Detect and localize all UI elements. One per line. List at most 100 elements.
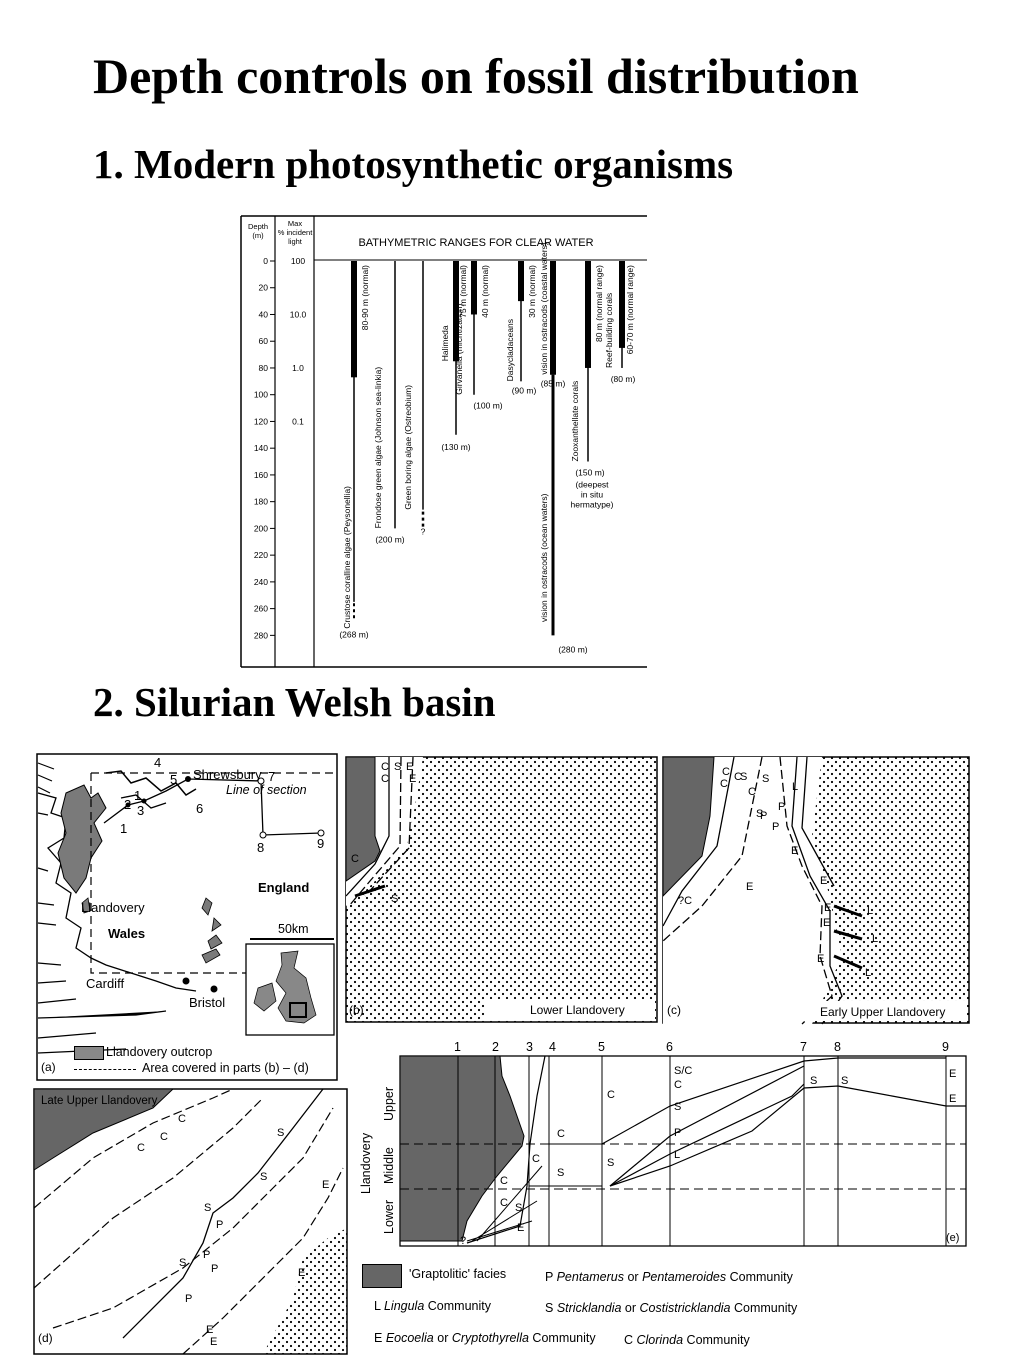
- depth-tick-label: 80: [259, 363, 269, 373]
- depth-tick-label: 140: [254, 443, 268, 453]
- svg-text:C: C: [160, 1131, 168, 1143]
- light-header-3: light: [288, 237, 303, 246]
- svg-text:C: C: [381, 761, 389, 773]
- map-site-7: 7: [268, 769, 275, 784]
- svg-text:P: P: [185, 1293, 192, 1305]
- svg-text:S: S: [740, 771, 747, 783]
- light-value-label: 0.1: [292, 416, 304, 426]
- svg-text:?: ?: [460, 1235, 466, 1247]
- light-value-label: 100: [291, 256, 305, 266]
- svg-text:E: E: [406, 761, 413, 773]
- legend-outcrop-swatch: [74, 1046, 104, 1060]
- depth-tick-label: 240: [254, 577, 268, 587]
- depth-tick-label: 280: [254, 630, 268, 640]
- legend-clorinda: C Clorinda Community: [624, 1333, 750, 1347]
- map-site-9: 9: [317, 836, 324, 851]
- svg-text:P: P: [760, 810, 767, 822]
- svg-text:C: C: [748, 786, 756, 798]
- range-normal-label: 30 m (normal): [527, 265, 537, 318]
- svg-text:C: C: [137, 1142, 145, 1154]
- range-max-label: (268 m): [339, 629, 368, 639]
- svg-text:L: L: [872, 933, 878, 945]
- section-site-5: 5: [598, 1040, 605, 1054]
- depth-tick-label: 40: [259, 309, 269, 319]
- range-normal-label: 75 m (normal): [458, 265, 468, 318]
- section-panel-label: (e): [946, 1232, 959, 1244]
- range-max-label: (80 m): [611, 374, 636, 384]
- map-bristol: Bristol: [189, 995, 225, 1010]
- svg-text:E: E: [824, 902, 831, 914]
- depth-tick-label: 180: [254, 497, 268, 507]
- light-header-2: % incident: [278, 228, 314, 237]
- section-site-7: 7: [800, 1040, 807, 1054]
- map-site-4: 4: [154, 755, 161, 770]
- range-series-label: Green boring algae (Ostreobium): [403, 385, 413, 510]
- svg-text:L: L: [865, 967, 871, 979]
- section-site-1: 1: [454, 1040, 461, 1054]
- svg-text:P: P: [203, 1249, 210, 1261]
- svg-text:E: E: [746, 881, 753, 893]
- range-normal-label: 60-70 m (normal range): [625, 265, 635, 354]
- svg-text:P: P: [674, 1127, 681, 1139]
- legend-graptolitic: 'Graptolitic' facies: [409, 1267, 507, 1281]
- svg-text:S: S: [277, 1127, 284, 1139]
- range-bar-normal: [550, 261, 556, 375]
- svg-text:S: S: [260, 1171, 267, 1183]
- svg-text:S: S: [607, 1157, 614, 1169]
- depth-tick-label: 160: [254, 470, 268, 480]
- range-series-label: Halimeda: [440, 325, 450, 361]
- svg-text:E: E: [409, 773, 416, 785]
- map-scale: 50km: [278, 922, 309, 936]
- range-max-label: (130 m): [441, 442, 470, 452]
- section-site-3: 3: [526, 1040, 533, 1054]
- map-shrewsbury: Shrewsbury: [193, 767, 262, 782]
- depth-tick-label: 0: [263, 256, 268, 266]
- range-series-label: Crustose coralline algae (Peysonellia): [342, 486, 352, 629]
- svg-text:E: E: [820, 875, 827, 887]
- range-note-label: hermatype): [571, 500, 614, 510]
- svg-text:P: P: [778, 801, 785, 813]
- depth-tick-label: 60: [259, 336, 269, 346]
- svg-text:L: L: [674, 1149, 680, 1161]
- legend-outcrop: Llandovery outcrop: [106, 1045, 213, 1059]
- panel-d-label: (d): [38, 1331, 53, 1345]
- svg-text:S: S: [394, 761, 401, 773]
- panel-d: CCC SSE SPP PSP EEE Late Upper Llandover…: [33, 1088, 348, 1355]
- map-cardiff: Cardiff: [86, 976, 124, 991]
- svg-text:C: C: [532, 1153, 540, 1165]
- depth-tick-label: 260: [254, 604, 268, 614]
- chart-title: BATHYMETRIC RANGES FOR CLEAR WATER: [358, 237, 593, 249]
- map-line-of-section: Line of section: [226, 783, 307, 797]
- svg-text:L: L: [867, 905, 873, 917]
- svg-text:S/C: S/C: [674, 1065, 692, 1077]
- light-value-label: 1.0: [292, 363, 304, 373]
- range-normal-label: 40 m (normal): [480, 265, 490, 318]
- depth-unit: (m): [252, 231, 264, 240]
- light-value-label: 10.0: [290, 309, 307, 319]
- svg-text:E: E: [298, 1267, 305, 1279]
- svg-text:S: S: [391, 893, 398, 905]
- svg-text:C: C: [734, 771, 742, 783]
- section-site-6: 6: [666, 1040, 673, 1054]
- section-row-middle: Middle: [382, 1147, 396, 1184]
- svg-text:S: S: [557, 1167, 564, 1179]
- range-max-label: (200 m): [375, 534, 404, 544]
- svg-text:C: C: [607, 1089, 615, 1101]
- range-bars: (268 m)80-90 m (normal)Crustose corallin…: [339, 242, 635, 654]
- svg-text:P: P: [216, 1219, 223, 1231]
- depth-header: Depth: [248, 222, 268, 231]
- legend-pentamerus: P Pentamerus or Pentameroides Community: [545, 1270, 793, 1284]
- legend-area: Area covered in parts (b) – (d): [142, 1061, 309, 1075]
- depth-tick-label: 100: [254, 390, 268, 400]
- range-max-label: (150 m): [575, 468, 604, 478]
- svg-text:S: S: [204, 1202, 211, 1214]
- svg-text:E: E: [517, 1222, 524, 1234]
- svg-text:C: C: [500, 1175, 508, 1187]
- map-site-2: 2: [124, 797, 131, 812]
- range-max-label: (280 m): [558, 644, 587, 654]
- svg-text:E: E: [322, 1179, 329, 1191]
- svg-text:S: S: [179, 1257, 186, 1269]
- section-site-2: 2: [492, 1040, 499, 1054]
